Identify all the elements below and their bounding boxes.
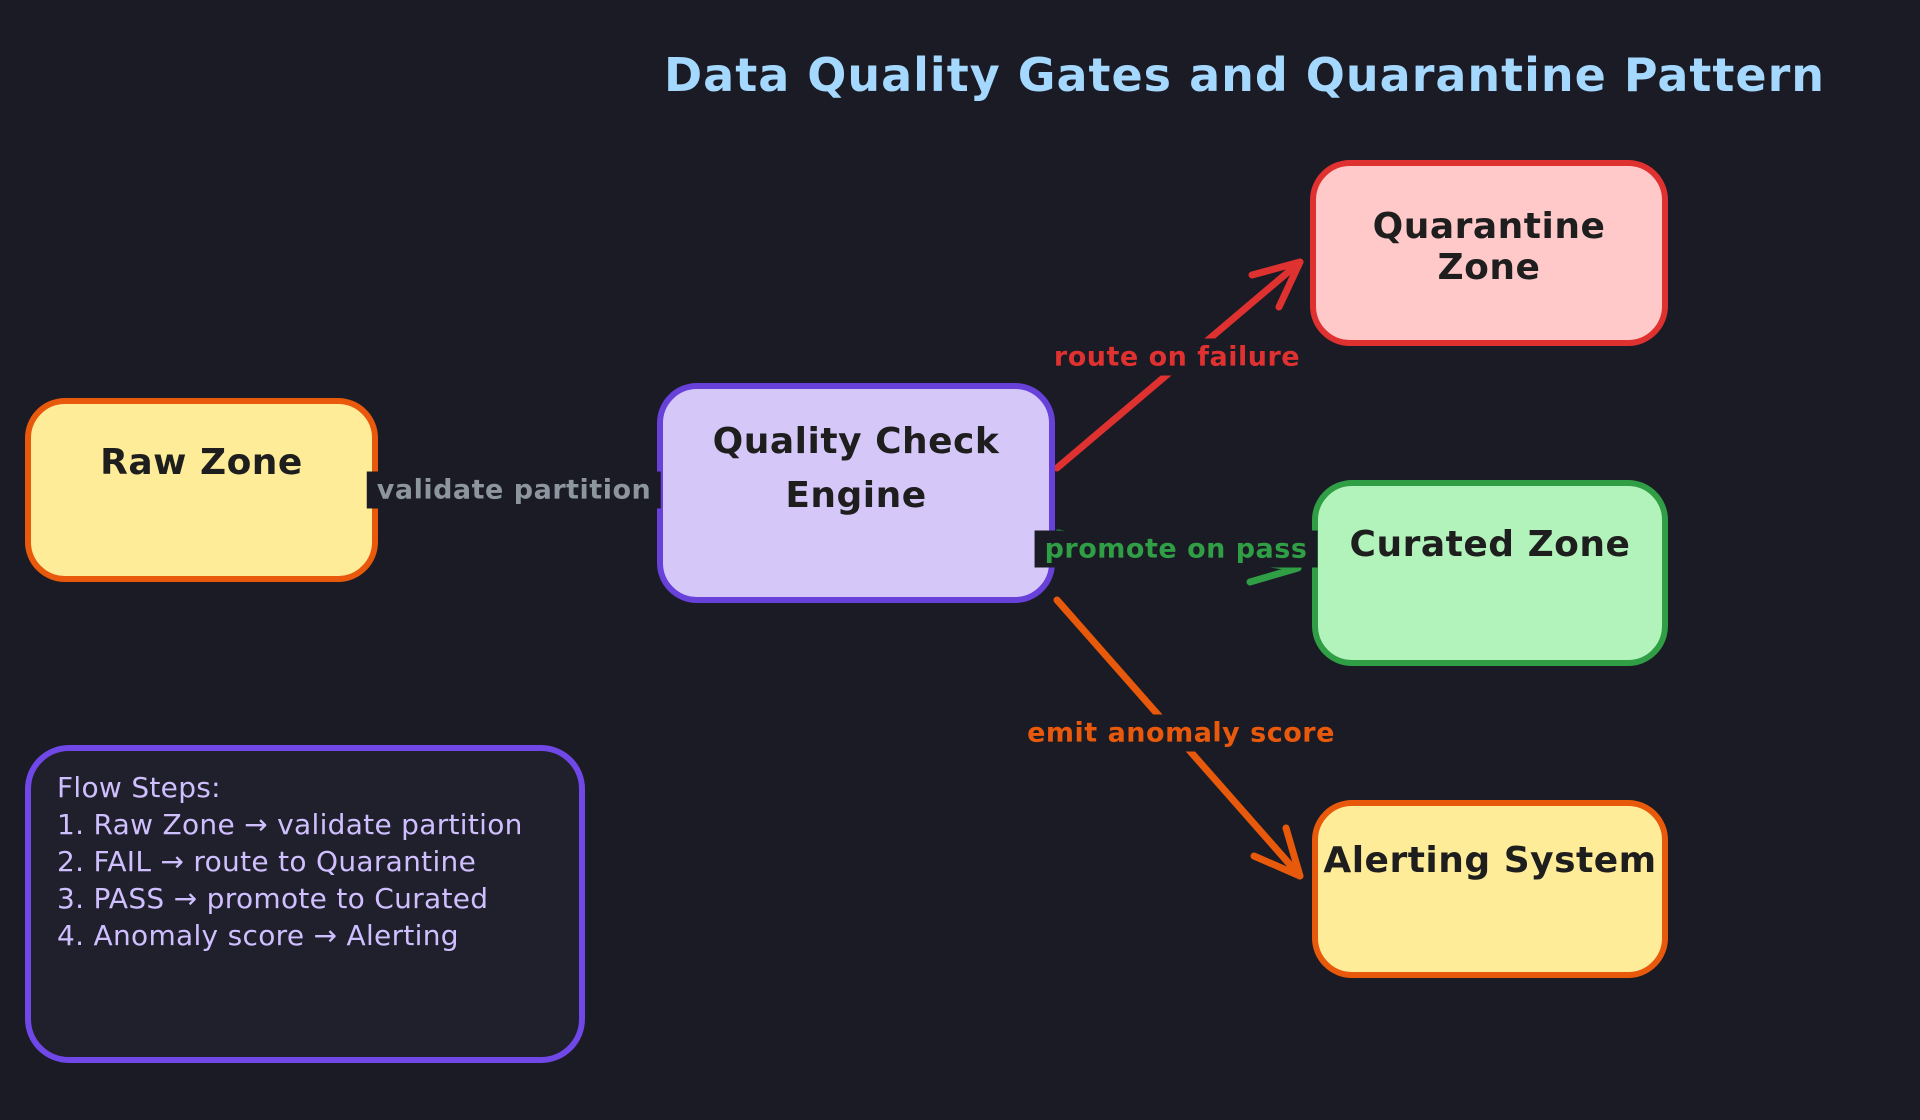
flow-step-2: 2. FAIL → route to Quarantine xyxy=(57,845,477,878)
node-quarantine-zone-label: Quarantine Zone xyxy=(1372,206,1606,288)
flow-step-3: 3. PASS → promote to Curated xyxy=(57,882,489,915)
diagram-title: Data Quality Gates and Quarantine Patter… xyxy=(664,48,1826,102)
edge-label-route-on-failure: route on failure xyxy=(1043,338,1311,376)
arrowhead-emit-anomaly-score xyxy=(1250,824,1304,880)
node-alerting-system: Alerting System xyxy=(1312,800,1668,978)
flow-steps-panel: Flow Steps: 1. Raw Zone → validate parti… xyxy=(25,745,585,1063)
flow-step-4: 4. Anomaly score → Alerting xyxy=(57,919,459,952)
edge-label-validate-partition: validate partition xyxy=(366,471,662,509)
node-raw-zone-label: Raw Zone xyxy=(100,442,303,483)
flow-steps-heading: Flow Steps: xyxy=(57,771,221,804)
edge-label-emit-anomaly-score: emit anomaly score xyxy=(1017,714,1345,752)
node-raw-zone: Raw Zone xyxy=(25,398,378,582)
node-curated-zone: Curated Zone xyxy=(1312,480,1668,666)
node-alerting-system-label: Alerting System xyxy=(1323,840,1657,881)
arrowhead-route-on-failure xyxy=(1248,258,1304,311)
node-quality-check-engine-label: Quality Check Engine xyxy=(712,421,1000,516)
node-quality-check-engine: Quality Check Engine xyxy=(657,383,1055,603)
node-curated-zone-label: Curated Zone xyxy=(1349,524,1631,565)
node-quarantine-zone: Quarantine Zone xyxy=(1310,160,1668,346)
flow-step-1: 1. Raw Zone → validate partition xyxy=(57,808,523,841)
edge-label-promote-on-pass: promote on pass xyxy=(1034,530,1318,568)
